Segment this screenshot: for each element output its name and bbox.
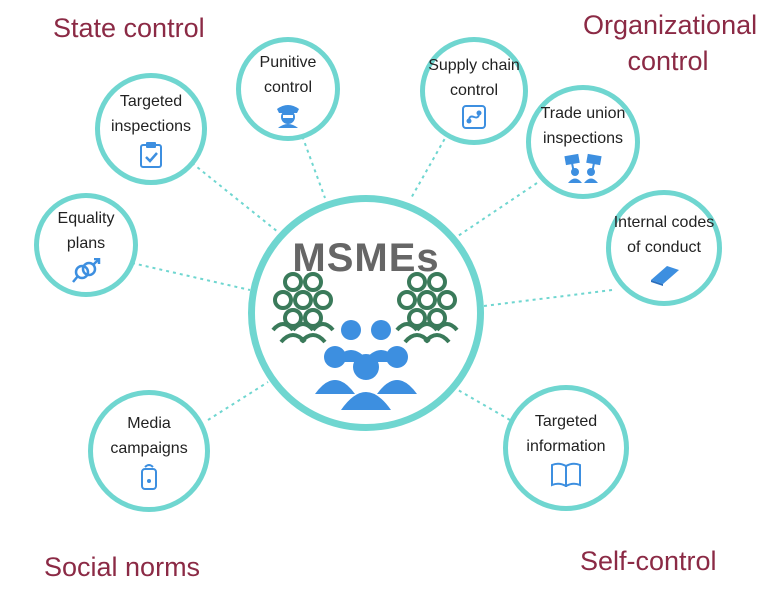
msmes-hub: MSMEs (248, 195, 484, 431)
supply-chain-route-icon (462, 105, 486, 129)
corner-label-organizational-control: Organizational control (583, 10, 758, 76)
node-media-campaigns: Media campaigns (88, 390, 210, 512)
open-book-icon (551, 462, 581, 487)
connector-trade-union (457, 182, 538, 237)
node-label: Targeted information (526, 413, 606, 455)
node-label: Equality plans (57, 210, 115, 252)
connector-equality-plans (131, 262, 251, 291)
connector-punitive-control (299, 129, 326, 199)
node-internal-codes-of-conduct: Internal codes of conduct (606, 190, 722, 306)
police-officer-icon (277, 105, 299, 128)
connector-media-campaigns (207, 381, 269, 421)
node-label: Media campaigns (110, 415, 188, 457)
connector-targeted-inspections (191, 162, 279, 233)
connector-supply-chain-control (409, 132, 449, 201)
corner-label-self-control: Self-control (580, 546, 717, 576)
clipboard-check-icon (140, 142, 162, 168)
node-targeted-inspections: Targeted inspections (95, 73, 207, 185)
corner-label-social-norms: Social norms (44, 552, 201, 582)
node-targeted-information: Targeted information (503, 385, 629, 511)
gender-symbols-icon (72, 258, 101, 283)
node-punitive-control: Punitive control (236, 37, 340, 141)
node-label: Trade union inspections (540, 105, 626, 147)
corner-label-state-control: State control (53, 13, 205, 43)
node-label: Targeted inspections (110, 93, 192, 135)
book-icon (651, 266, 679, 286)
node-label: Punitive control (259, 54, 317, 96)
node-equality-plans: Equality plans (34, 193, 138, 297)
node-label: Supply chain control (428, 57, 520, 99)
node-supply-chain-control: Supply chain control (420, 37, 528, 145)
people-groups-icon (271, 272, 459, 410)
node-trade-union-inspections: Trade union inspections (526, 85, 640, 199)
mobile-broadcast-icon (141, 464, 157, 490)
connector-targeted-information (457, 389, 511, 421)
connector-internal-codes (483, 289, 613, 307)
protest-signs-icon (564, 153, 602, 183)
node-label: Internal codes of conduct (613, 214, 715, 256)
